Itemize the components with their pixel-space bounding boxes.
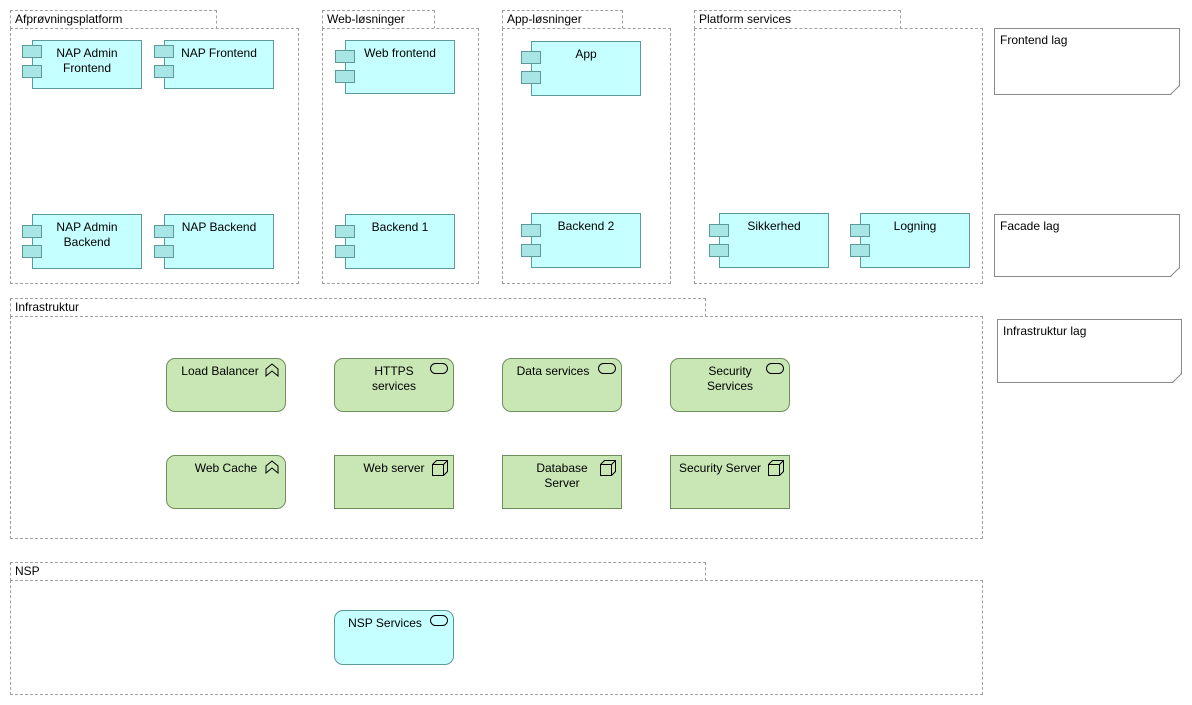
component-label: NAP Backend xyxy=(181,220,257,234)
component-icon xyxy=(22,245,42,258)
function-icon xyxy=(265,460,279,474)
component-label: Web frontend xyxy=(364,46,436,60)
component-icon xyxy=(521,51,541,64)
component-logning[interactable]: Logning xyxy=(850,213,970,268)
component-nap-frontend[interactable]: NAP Frontend xyxy=(154,40,274,89)
component-nap-admin-frontend[interactable]: NAP Admin Frontend xyxy=(22,40,142,89)
function-label: Load Balancer xyxy=(181,364,259,378)
node-icon xyxy=(600,460,616,476)
service-label: Data services xyxy=(516,364,590,378)
note-infrastruktur-lag[interactable]: Infrastruktur lag xyxy=(997,319,1182,383)
node-security-server[interactable]: Security Server xyxy=(670,455,790,509)
group-label-platform-services: Platform services xyxy=(694,10,901,29)
service-icon xyxy=(766,363,784,374)
component-nap-backend[interactable]: NAP Backend xyxy=(154,214,274,269)
component-label: Backend 2 xyxy=(557,219,615,233)
component-app[interactable]: App xyxy=(521,41,641,96)
note-facade-lag[interactable]: Facade lag xyxy=(994,214,1180,277)
function-web-cache[interactable]: Web Cache xyxy=(166,455,286,509)
service-icon xyxy=(598,363,616,374)
component-label: App xyxy=(575,47,597,61)
note-fold-icon xyxy=(1170,85,1180,95)
function-load-balancer[interactable]: Load Balancer xyxy=(166,358,286,412)
component-icon xyxy=(154,65,174,78)
component-icon xyxy=(335,225,355,238)
group-label-afproevningsplatform: Afprøvningsplatform xyxy=(10,10,217,29)
component-label: Logning xyxy=(893,219,937,233)
component-icon xyxy=(521,224,541,237)
component-icon xyxy=(521,244,541,257)
component-nap-admin-backend[interactable]: NAP Admin Backend xyxy=(22,214,142,269)
note-fold-icon xyxy=(1170,267,1180,277)
note-frontend-lag[interactable]: Frontend lag xyxy=(994,28,1180,95)
service-https[interactable]: HTTPS services xyxy=(334,358,454,412)
node-label: Security Server xyxy=(678,461,762,475)
component-label: Backend 1 xyxy=(371,220,429,234)
component-label: NAP Frontend xyxy=(181,46,257,60)
service-security-services[interactable]: Security Services xyxy=(670,358,790,412)
component-icon xyxy=(709,244,729,257)
node-web-server[interactable]: Web server xyxy=(334,455,454,509)
service-label: Security Services xyxy=(706,364,753,393)
component-sikkerhed[interactable]: Sikkerhed xyxy=(709,213,829,268)
component-icon xyxy=(154,45,174,58)
component-label: Sikkerhed xyxy=(747,219,801,233)
group-label-app-loesninger: App-løsninger xyxy=(502,10,623,29)
component-web-frontend[interactable]: Web frontend xyxy=(335,40,455,94)
note-label: Frontend lag xyxy=(1000,33,1068,47)
service-icon xyxy=(430,615,448,626)
note-label: Facade lag xyxy=(1000,219,1060,233)
component-icon xyxy=(850,224,870,237)
node-label: Database Server xyxy=(536,461,588,490)
service-icon xyxy=(430,363,448,374)
component-icon xyxy=(335,245,355,258)
group-label-nsp: NSP xyxy=(10,562,706,581)
component-icon xyxy=(22,225,42,238)
component-label: NAP Admin Frontend xyxy=(56,46,118,75)
component-icon xyxy=(22,65,42,78)
component-icon xyxy=(335,70,355,83)
service-label: NSP Services xyxy=(348,616,422,630)
group-nsp[interactable] xyxy=(10,580,983,695)
node-database-server[interactable]: Database Server xyxy=(502,455,622,509)
component-backend-1[interactable]: Backend 1 xyxy=(335,214,455,269)
function-label: Web Cache xyxy=(194,461,258,475)
service-data-services[interactable]: Data services xyxy=(502,358,622,412)
component-icon xyxy=(154,225,174,238)
node-label: Web server xyxy=(363,461,425,475)
node-icon xyxy=(768,460,784,476)
group-infrastruktur[interactable] xyxy=(10,316,983,539)
group-label-infrastruktur: Infrastruktur xyxy=(10,298,706,317)
component-icon xyxy=(335,50,355,63)
function-icon xyxy=(265,363,279,377)
group-label-web-loesninger: Web-løsninger xyxy=(322,10,435,29)
service-nsp-services[interactable]: NSP Services xyxy=(334,610,454,665)
component-icon xyxy=(22,45,42,58)
component-icon xyxy=(709,224,729,237)
component-icon xyxy=(850,244,870,257)
component-label: NAP Admin Backend xyxy=(56,220,118,249)
service-label: HTTPS services xyxy=(371,364,416,393)
node-icon xyxy=(432,460,448,476)
note-fold-icon xyxy=(1172,373,1182,383)
component-icon xyxy=(521,71,541,84)
component-icon xyxy=(154,245,174,258)
note-label: Infrastruktur lag xyxy=(1003,324,1087,338)
component-backend-2[interactable]: Backend 2 xyxy=(521,213,641,268)
